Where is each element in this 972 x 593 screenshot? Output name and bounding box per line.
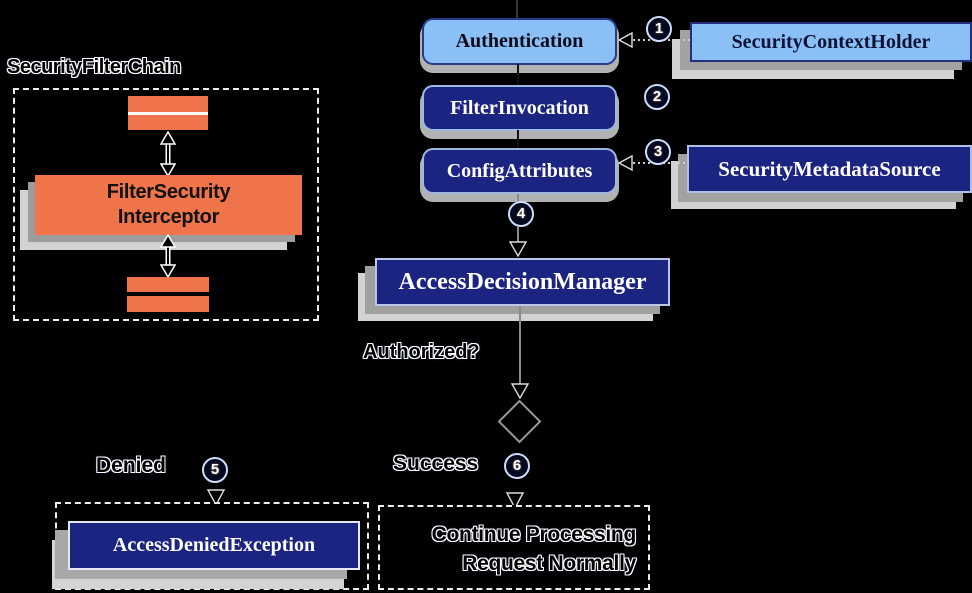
filter-bar bbox=[128, 96, 208, 112]
dotted-arrow-icon bbox=[617, 31, 692, 49]
flow-line bbox=[517, 227, 519, 242]
filter-stack-top bbox=[128, 96, 208, 130]
success-label: Success bbox=[393, 452, 479, 475]
filter-bar bbox=[127, 296, 209, 312]
interceptor-label-line1: FilterSecurity bbox=[106, 181, 231, 203]
flow-line bbox=[519, 306, 521, 384]
security-filter-chain-title: SecurityFilterChain bbox=[7, 56, 181, 78]
access-denied-exception-label: AccessDeniedException bbox=[112, 534, 316, 556]
config-attributes-label: ConfigAttributes bbox=[446, 159, 593, 182]
step-2-number: 2 bbox=[652, 88, 662, 105]
step-3-badge: 3 bbox=[645, 139, 671, 165]
step-6-badge: 6 bbox=[504, 453, 530, 479]
flow-connector bbox=[517, 64, 519, 86]
flow-line-top bbox=[516, 0, 518, 18]
arrowhead-down-icon bbox=[509, 241, 527, 257]
arrowhead-down-icon bbox=[506, 492, 524, 509]
step-4-badge: 4 bbox=[508, 201, 534, 227]
dotted-arrow-icon bbox=[617, 154, 689, 172]
step-1-number: 1 bbox=[654, 20, 664, 37]
arrowhead-down-icon bbox=[207, 489, 225, 506]
security-context-holder-box: SecurityContextHolder bbox=[690, 22, 972, 62]
flow-connector bbox=[517, 130, 519, 149]
step-2-badge: 2 bbox=[644, 84, 670, 110]
filter-bar bbox=[128, 115, 208, 130]
filter-invocation-box: FilterInvocation bbox=[422, 85, 617, 131]
interceptor-label-line2: Interceptor bbox=[117, 206, 220, 228]
continue-line2: Request Normally bbox=[462, 552, 636, 575]
arrowhead-down-icon bbox=[511, 383, 529, 399]
continue-line1: Continue Processing bbox=[431, 523, 637, 546]
authentication-label: Authentication bbox=[455, 30, 584, 52]
filter-invocation-label: FilterInvocation bbox=[450, 96, 589, 119]
step-5-badge: 5 bbox=[202, 457, 228, 483]
security-metadata-source-label: SecurityMetadataSource bbox=[718, 156, 941, 181]
denied-label: Denied bbox=[96, 454, 167, 477]
authentication-box: Authentication bbox=[422, 18, 617, 65]
access-decision-manager-label: AccessDecisionManager bbox=[398, 268, 647, 295]
config-attributes-box: ConfigAttributes bbox=[422, 148, 617, 194]
filter-bar bbox=[127, 277, 209, 292]
security-filter-chain-container bbox=[13, 88, 319, 321]
continue-processing-text: Continue Processing Request Normally bbox=[390, 521, 637, 579]
filter-bar-divider bbox=[128, 112, 208, 115]
double-arrow-icon bbox=[159, 234, 177, 278]
decision-diamond bbox=[497, 399, 542, 444]
access-denied-exception-box: AccessDeniedException bbox=[68, 521, 360, 570]
step-6-number: 6 bbox=[512, 457, 522, 474]
success-outcome-container bbox=[378, 505, 650, 590]
access-decision-manager-box: AccessDecisionManager bbox=[375, 258, 670, 306]
authorized-question-label: Authorized? bbox=[363, 341, 480, 363]
step-3-number: 3 bbox=[653, 143, 663, 160]
double-arrow-icon bbox=[159, 131, 177, 177]
filter-security-interceptor-box: FilterSecurity Interceptor bbox=[35, 175, 302, 235]
step-5-number: 5 bbox=[210, 461, 220, 478]
security-metadata-source-box: SecurityMetadataSource bbox=[687, 145, 972, 193]
security-context-holder-label: SecurityContextHolder bbox=[731, 30, 931, 53]
flow-line bbox=[517, 194, 519, 202]
filter-stack-bottom bbox=[127, 277, 209, 312]
step-1-badge: 1 bbox=[646, 16, 672, 42]
step-4-number: 4 bbox=[516, 205, 526, 222]
